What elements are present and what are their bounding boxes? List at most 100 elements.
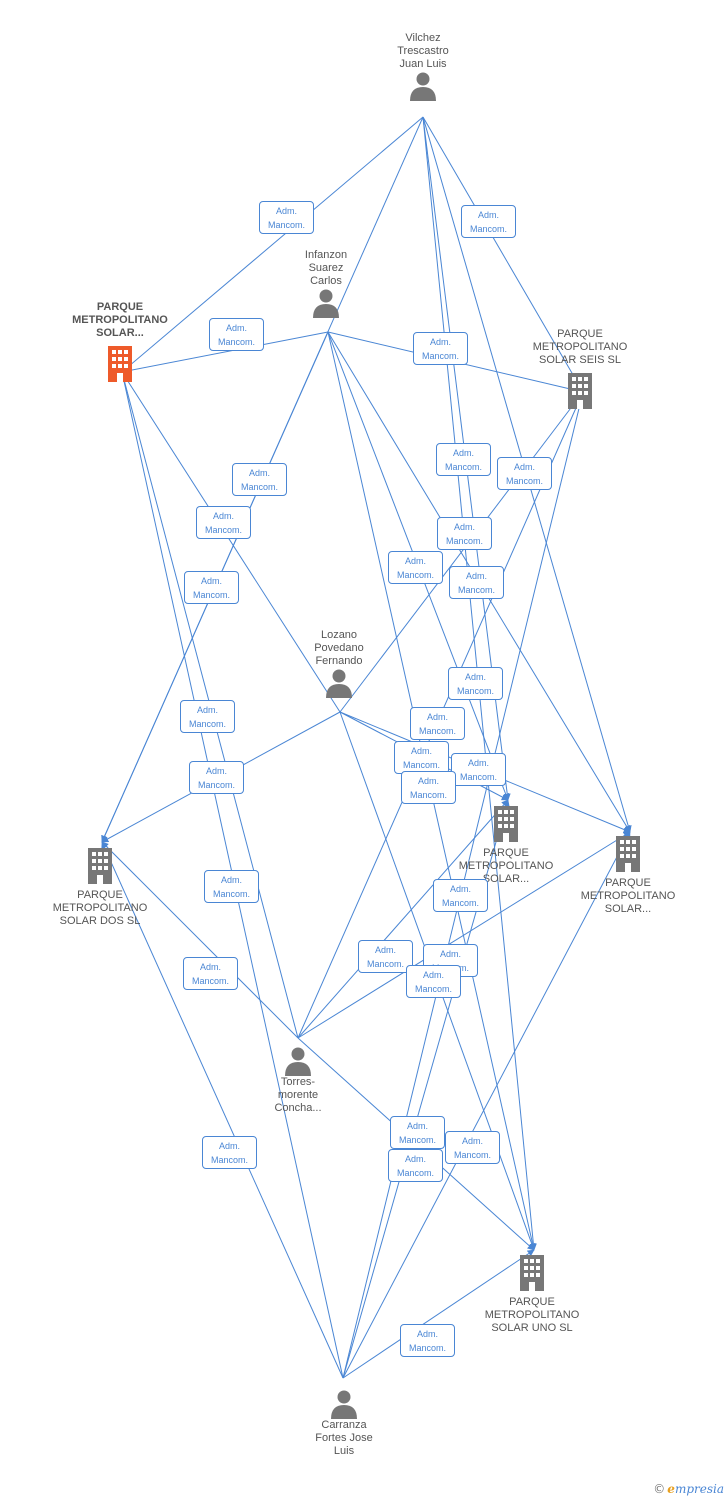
edge-carranza-c_dos xyxy=(101,841,344,1379)
relation-type: Mancom. xyxy=(398,1135,436,1145)
relation-badge[interactable]: Adm.Mancom. xyxy=(413,332,468,365)
relation-role: Adm. xyxy=(196,705,218,715)
person-node-carranza[interactable]: Carranza Fortes Jose Luis xyxy=(299,1389,389,1458)
relation-badge[interactable]: Adm. Mancom. xyxy=(436,443,491,476)
relation-type: Mancom. xyxy=(402,760,440,770)
relation-role: Adm. xyxy=(461,1136,483,1146)
relation-type: Mancom. xyxy=(212,889,250,899)
relation-type: Mancom. xyxy=(441,898,479,908)
company-node-dos[interactable]: PARQUE METROPOLITANO SOLAR DOS SL xyxy=(40,848,160,928)
person-label: Torres- morente Concha... xyxy=(274,1076,322,1114)
edge-lozano-c_seis xyxy=(339,391,584,713)
company-node-focus[interactable]: PARQUE METROPOLITANO SOLAR... xyxy=(60,301,180,382)
relation-badge[interactable]: Adm. Mancom. xyxy=(358,940,413,973)
relation-type: Mancom. xyxy=(469,224,507,234)
relation-role: Adm. xyxy=(404,556,426,566)
relation-badge[interactable]: Adm.Mancom. xyxy=(410,707,465,740)
relation-role: Adm. xyxy=(212,511,234,521)
company-label: PARQUE METROPOLITANO SOLAR... xyxy=(580,877,676,915)
relation-type: Mancom. xyxy=(421,351,459,361)
relation-badge[interactable]: Adm. Mancom. xyxy=(388,551,443,584)
relation-type: Mancom. xyxy=(418,726,456,736)
relation-badge[interactable]: Adm.Mancom. xyxy=(449,566,504,599)
relation-type: Mancom. xyxy=(240,482,278,492)
relation-badge[interactable]: Adm.Mancom. xyxy=(437,517,492,550)
relation-type: Mancom. xyxy=(396,1168,434,1178)
edge-torres-c_mid xyxy=(297,799,509,1039)
person-icon xyxy=(410,72,436,101)
relation-role: Adm. xyxy=(417,776,439,786)
company-node-right[interactable]: PARQUE METROPOLITANO SOLAR... xyxy=(568,836,688,916)
relation-type: Mancom. xyxy=(444,462,482,472)
relation-badge[interactable]: Adm.Mancom. xyxy=(400,1324,455,1357)
person-label: Lozano Povedano Fernando xyxy=(314,629,364,667)
edge-torres-c_right xyxy=(297,831,631,1039)
relation-badge[interactable]: Adm.Mancom. xyxy=(184,571,239,604)
person-node-infanzon[interactable]: Infanzon Suarez Carlos xyxy=(281,249,371,318)
relation-role: Adm. xyxy=(439,949,461,959)
building-icon xyxy=(616,836,640,872)
relation-badge[interactable]: Adm. Mancom. xyxy=(394,741,449,774)
brand-initial: e xyxy=(667,1482,675,1496)
relation-type: Mancom. xyxy=(396,570,434,580)
relation-role: Adm. xyxy=(410,746,432,756)
copyright-symbol: © xyxy=(653,1482,666,1496)
building-icon xyxy=(494,806,518,842)
relation-badge[interactable]: Adm.Mancom. xyxy=(204,870,259,903)
relation-type: Mancom. xyxy=(366,959,404,969)
relation-role: Adm. xyxy=(465,571,487,581)
relation-role: Adm. xyxy=(205,766,227,776)
relation-badge[interactable]: Adm.Mancom. xyxy=(448,667,503,700)
relation-type: Mancom. xyxy=(192,590,230,600)
company-label: PARQUE METROPOLITANO SOLAR... xyxy=(458,847,554,885)
company-node-mid[interactable]: PARQUE METROPOLITANO SOLAR... xyxy=(446,806,566,886)
relation-badge[interactable]: Adm.Mancom. xyxy=(451,753,506,786)
relation-type: Mancom. xyxy=(204,525,242,535)
building-icon xyxy=(568,373,592,409)
person-label: Infanzon Suarez Carlos xyxy=(304,249,348,287)
relation-badge[interactable]: Adm.Mancom. xyxy=(180,700,235,733)
relation-role: Adm. xyxy=(374,945,396,955)
relation-badge[interactable]: Adm. Mancom. xyxy=(401,771,456,804)
company-node-seis[interactable]: PARQUE METROPOLITANO SOLAR SEIS SL xyxy=(520,328,640,409)
edge-lozano-c_focus xyxy=(121,371,341,713)
relation-badge[interactable]: Adm.Mancom. xyxy=(202,1136,257,1169)
relation-type: Mancom. xyxy=(409,790,447,800)
relation-badge[interactable]: Adm.Mancom. xyxy=(209,318,264,351)
relation-badge[interactable]: Adm.Mancom. xyxy=(232,463,287,496)
relation-badge[interactable]: Adm. Mancom. xyxy=(390,1116,445,1149)
relation-type: Mancom. xyxy=(267,220,305,230)
person-node-vilchez[interactable]: Vilchez Trescastro Juan Luis xyxy=(378,32,468,101)
relation-role: Adm. xyxy=(406,1121,428,1131)
relation-role: Adm. xyxy=(199,962,221,972)
relation-type: Mancom. xyxy=(505,476,543,486)
relation-badge[interactable]: Adm.Mancom. xyxy=(461,205,516,238)
person-icon xyxy=(331,1390,357,1419)
relation-badge[interactable]: Adm.Mancom. xyxy=(388,1149,443,1182)
edge-vilchez-c_seis xyxy=(422,116,584,393)
relation-type: Mancom. xyxy=(445,536,483,546)
relation-role: Adm. xyxy=(449,884,471,894)
building-icon xyxy=(108,346,132,382)
relation-badge[interactable]: Adm.Mancom. xyxy=(445,1131,500,1164)
relation-badge[interactable]: Adm. Mancom. xyxy=(196,506,251,539)
relation-badge[interactable]: Adm.Mancom. xyxy=(406,965,461,998)
person-label: Carranza Fortes Jose Luis xyxy=(315,1419,373,1457)
company-node-uno[interactable]: PARQUE METROPOLITANO SOLAR UNO SL xyxy=(472,1255,592,1335)
relation-badge[interactable]: Adm.Mancom. xyxy=(189,761,244,794)
person-node-torres[interactable]: Torres- morente Concha... xyxy=(253,1046,343,1115)
relation-role: Adm. xyxy=(513,462,535,472)
person-icon xyxy=(313,289,339,318)
relation-type: Mancom. xyxy=(210,1155,248,1165)
edge-torres-c_dos xyxy=(101,841,299,1039)
relation-badge[interactable]: Adm. Mancom. xyxy=(497,457,552,490)
relation-badge[interactable]: Adm.Mancom. xyxy=(183,957,238,990)
relation-badge[interactable]: Adm.Mancom. xyxy=(259,201,314,234)
relation-badge[interactable]: Adm. Mancom. xyxy=(433,879,488,912)
person-node-lozano[interactable]: Lozano Povedano Fernando xyxy=(294,629,384,698)
relation-type: Mancom. xyxy=(414,984,452,994)
relation-role: Adm. xyxy=(416,1329,438,1339)
relation-role: Adm. xyxy=(452,448,474,458)
relation-type: Mancom. xyxy=(459,772,497,782)
